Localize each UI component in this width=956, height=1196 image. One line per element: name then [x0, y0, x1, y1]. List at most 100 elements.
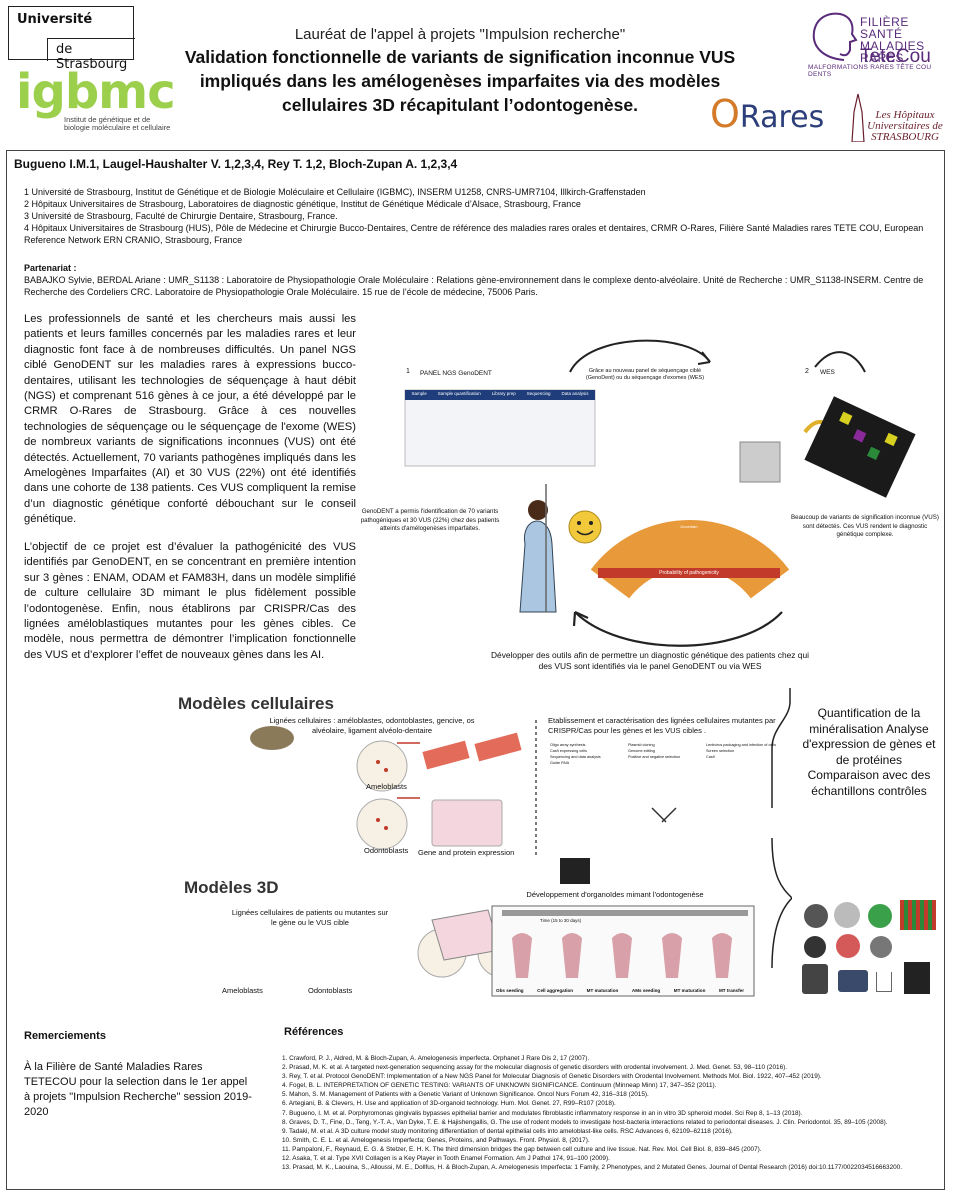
universite-strasbourg-logo: Université de Strasbourg [8, 6, 135, 72]
develop-tools-text: Développer des outils afin de permettre … [491, 650, 809, 671]
igbmc-subtitle: Institut de génétique et de biologie mol… [64, 115, 171, 132]
partnership: Partenariat : BABAJKO Sylvie, BERDAL Ari… [24, 262, 929, 298]
reference-item: 3. Rey, T. et al. Protocol GenoDENT: Imp… [282, 1073, 822, 1081]
gauge-caption: Probability of pathogenicity [659, 570, 719, 576]
gauge-number: 1 [632, 488, 637, 497]
affiliations: 1 Université de Strasbourg, Institut de … [24, 186, 929, 246]
poster-header: Lauréat de l'appel à projets "Impulsion … [180, 26, 740, 117]
organoid-steps: Obs seeding Cell aggregation MT maturati… [496, 988, 744, 993]
igbmc-name: igbmc [16, 64, 176, 120]
odontoblasts-label: Odontoblasts [364, 846, 409, 855]
reference-item: 9. Tadaki, M. et al. A 3D culture model … [282, 1127, 733, 1135]
crispr-text: Etablissement et caractérisation des lig… [548, 716, 776, 735]
references-title: Références [284, 1026, 344, 1038]
head-profile-icon [812, 12, 858, 61]
references-list: 1. Crawford, P. J., Aldred, M. & Bloch-Z… [282, 1054, 944, 1172]
igbmc-logo: igbmc Institut de génétique et de biolog… [16, 64, 176, 144]
microscopy-image [804, 904, 828, 928]
3d-odontoblasts-label: Odontoblasts [308, 986, 353, 995]
step-2-number: 2 [805, 368, 809, 375]
ngs-step: Library prep [491, 391, 516, 396]
cellular-models-title: Modèles cellulaires [178, 694, 334, 713]
organoid-step: Cell aggregation [537, 988, 574, 993]
ngs-step: Sequencing [526, 391, 551, 396]
tetecou-tag: MALFORMATIONS RARES TÊTE COU DENTS [808, 64, 932, 78]
instrument-icon [802, 964, 828, 994]
crispr-step: Cas9 expressing cells [550, 749, 587, 753]
reference-item: 4. Fogel, B. L. INTERPRETATION OF GENETI… [282, 1082, 717, 1090]
crispr-step: Genome editing [628, 749, 655, 753]
ngs-step: Data analysis [561, 391, 589, 396]
gauge-number: 2 [660, 488, 666, 497]
reference-item: 13. Prasad, M. K., Laouina, S., Alloussi… [282, 1164, 903, 1172]
microarray-image [900, 900, 936, 930]
microscopy-image [834, 902, 860, 928]
affiliation-2: 2 Hôpitaux Universitaires de Strasbourg,… [24, 199, 581, 209]
intro-paragraph: Les professionnels de santé et les cherc… [24, 313, 356, 526]
organoid-step: AMs seeding [631, 988, 661, 993]
hus-building-icon [848, 92, 868, 147]
crispr-step: Cas9 [706, 755, 715, 759]
partner-label: Partenariat : [24, 263, 77, 273]
ngs-steps: Sample Sample quantification Library pre… [406, 391, 594, 396]
gauge-label: Likely pathogenic [731, 500, 762, 505]
genodent-result-note: GenoDENT a permis l'identification de 70… [360, 508, 500, 532]
step-1-number: 1 [406, 368, 410, 375]
gauge-labels-upper: Likely not pathogenic or inconsequential… [622, 500, 762, 505]
partner-text: BABAJKO Sylvie, BERDAL Ariane : UMR_S113… [24, 275, 924, 297]
ngs-step: Sample quantification [437, 391, 481, 396]
header-pre: Lauréat de l'appel à projets "Impulsion … [294, 26, 626, 43]
analysis-images [800, 900, 940, 1000]
3d-cell-lines-text: Lignées cellulaires de patients ou mutan… [231, 908, 389, 927]
poster-panel [6, 150, 945, 1190]
affiliation-4: 4 Hôpitaux Universitaires de Strasbourg … [24, 223, 924, 245]
gauge-label: Likely not pathogenic or inconsequential [622, 500, 694, 505]
organoid-text: Développement d'organoïdes mimant l'odon… [526, 890, 704, 899]
remerciements-title: Remerciements [24, 1030, 106, 1042]
gauge-number: 5 [747, 488, 752, 497]
sequencing-note: Grâce au nouveau panel de séquençage cib… [585, 368, 705, 381]
reference-item: 7. Bugueno, I. M. et al. Porphyromonas g… [282, 1109, 803, 1117]
microscopy-image [870, 936, 892, 958]
uds-line2: de Strasbourg [47, 38, 135, 72]
organoid-step: MT maturation [673, 988, 706, 993]
instrument-icon [838, 970, 868, 992]
gauge-number: 3 [689, 488, 695, 497]
gauge-label: Definitely pathogenic [736, 524, 774, 529]
tetecou-line1: FILIÈRE SANTÉ MALADIES RARES [860, 15, 925, 65]
uds-line1: Université [17, 12, 93, 27]
wes-label: WES [820, 369, 835, 376]
crispr-steps: Oligo array synthesis Plasmid cloning Le… [550, 742, 784, 766]
reference-item: 12. Asaka, T. et al. Type XVII Collagen … [282, 1155, 610, 1163]
organoid-step: MT maturation [586, 988, 619, 993]
fluorescence-image [836, 934, 860, 958]
ngs-step: Sample [411, 391, 427, 396]
time-label: Time (15 to 30 days) [540, 918, 582, 923]
workflow-arrows [404, 339, 916, 647]
reference-item: 11. Pampaloni, F., Reynaud, E. G. & Stel… [282, 1145, 762, 1153]
gauge-labels: Not pathogenic Uncertain Definitely path… [614, 524, 774, 529]
reference-item: 5. Mahon, S. M. Management of Patients w… [282, 1091, 649, 1099]
hus-logo: Les Hôpitaux Universitaires de STRASBOUR… [867, 109, 943, 143]
poster-title: Validation fonctionnelle de variants de … [184, 47, 736, 115]
gauge-label: Not pathogenic [614, 524, 641, 529]
organoid-step: Obs seeding [496, 988, 524, 993]
genodent-figure: 1 PANEL NGS GenoDENT Sample Sample quant… [360, 312, 940, 682]
affiliation-3: 3 Université de Strasbourg, Faculté de C… [24, 211, 338, 221]
gauge-label: Uncertain [680, 524, 698, 529]
quantification-text: Quantification de la minéralisation Anal… [802, 706, 936, 798]
gene-protein-label: Gene and protein expression [418, 848, 515, 857]
orares-o-icon: O [710, 92, 740, 136]
crispr-step: Lentivirus packaging and infection of ce… [706, 743, 777, 747]
models-figure [250, 688, 792, 997]
organoid-step: MT transfer [718, 988, 744, 993]
reference-item: 1. Crawford, P. J., Aldred, M. & Bloch-Z… [282, 1055, 590, 1062]
reference-item: 6. Artegiani, B. & Clevers, H. Use and a… [282, 1100, 616, 1108]
orares-logo: ORares [710, 92, 824, 136]
objective-paragraph: L’objectif de ce projet est d’évaluer la… [24, 541, 356, 661]
affiliation-1: 1 Université de Strasbourg, Institut de … [24, 187, 646, 197]
crispr-step: Plasmid cloning [628, 743, 655, 747]
microscopy-image [804, 936, 826, 958]
tetecou-name: TeteCou [860, 46, 931, 67]
reference-item: 10. Smith, C. E. L. et al. Amelogenesis … [282, 1136, 590, 1144]
